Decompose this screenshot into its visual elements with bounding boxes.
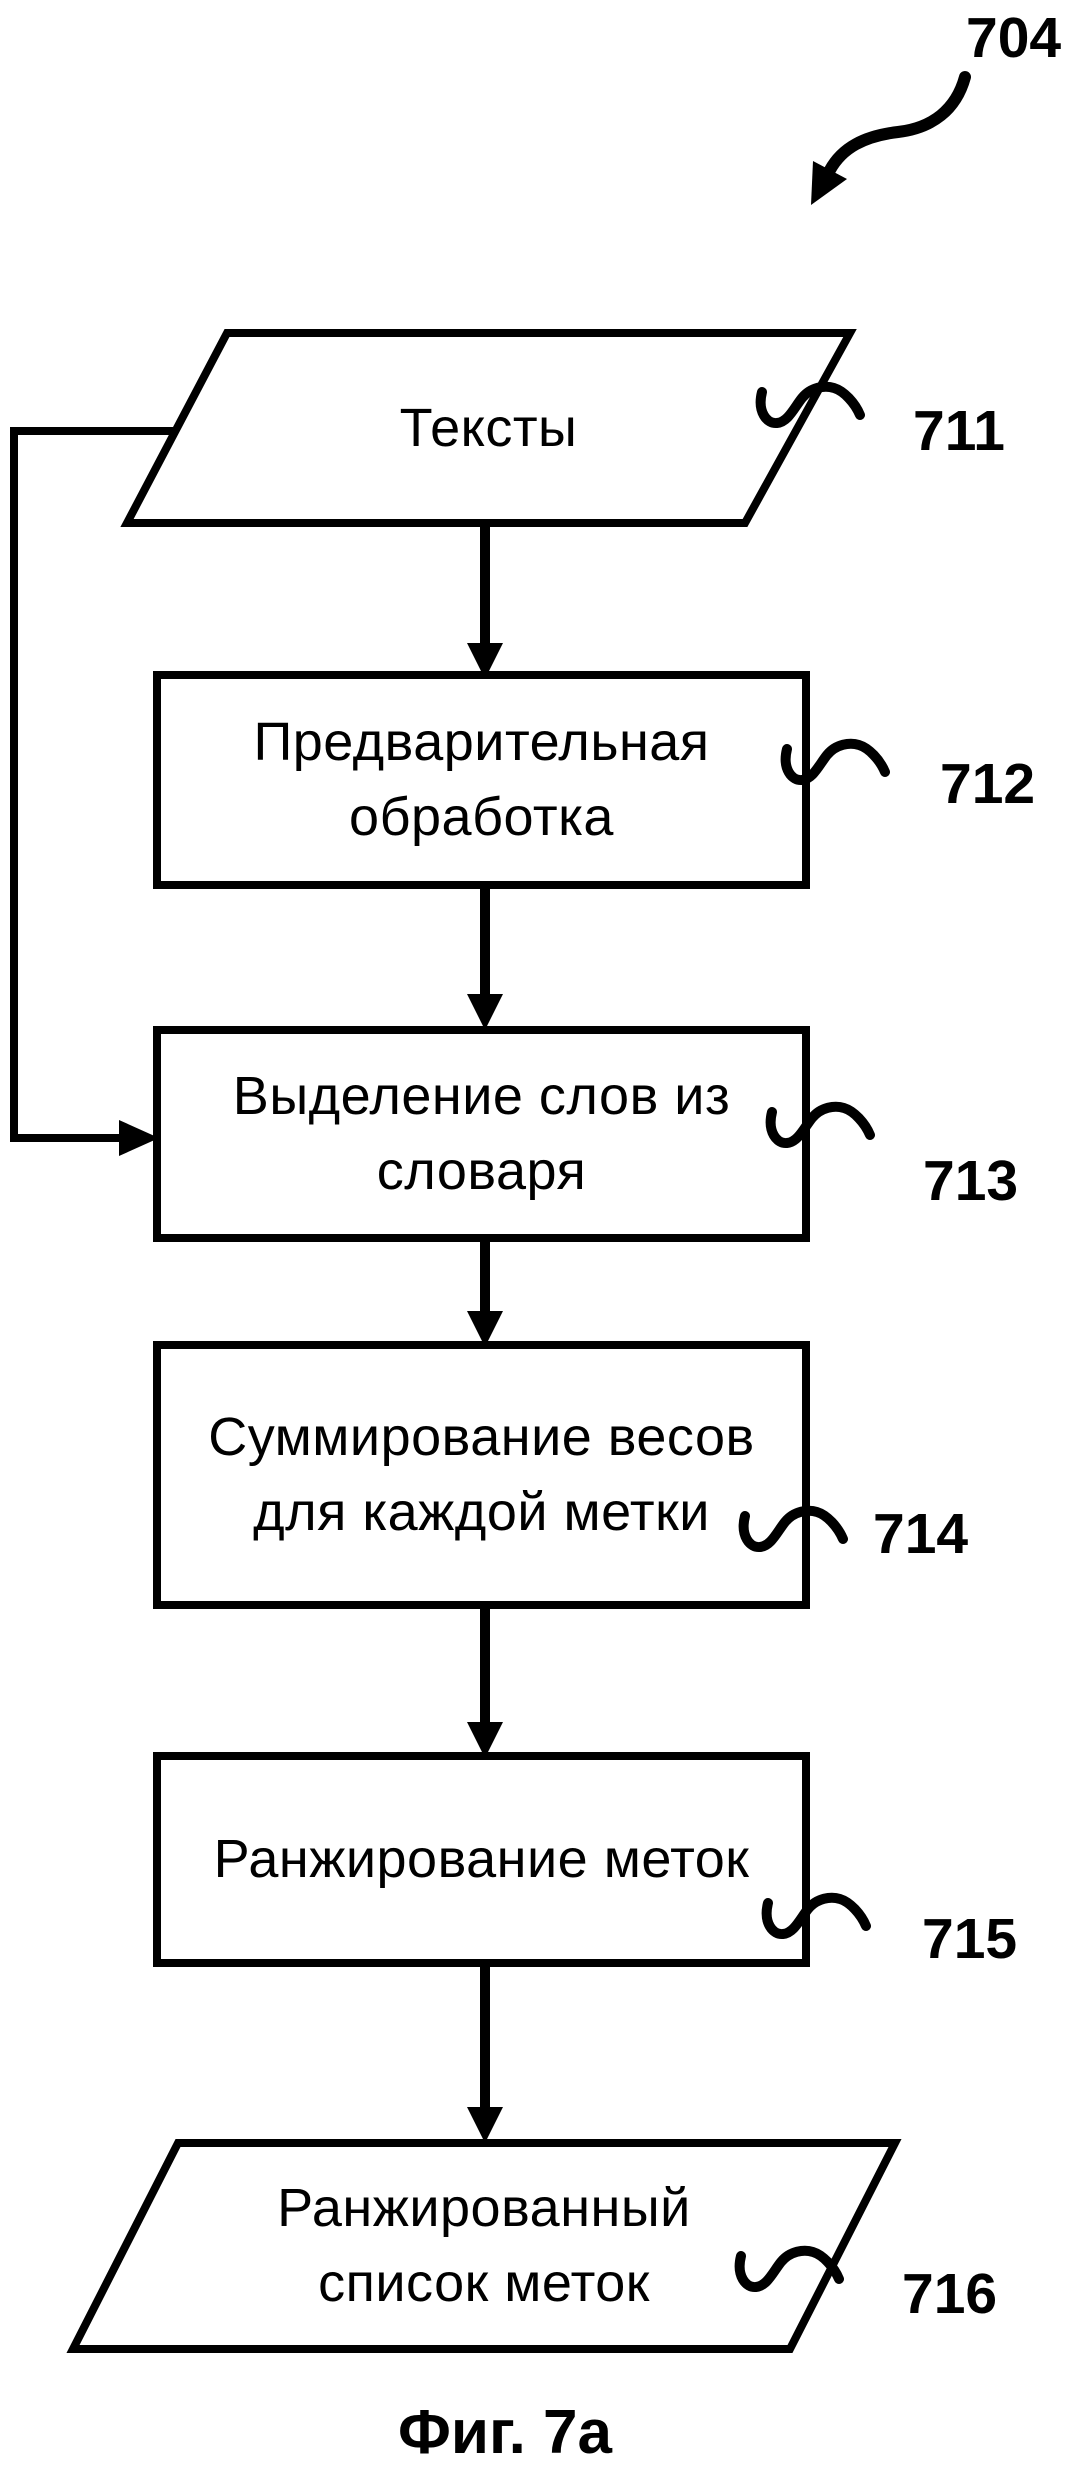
arrowhead-715-716 — [467, 2107, 503, 2143]
arrowhead-714-715 — [467, 1722, 503, 1758]
node-715-shape — [153, 1752, 810, 1967]
ref-label-712: 712 — [940, 752, 1036, 816]
ref-label-715: 715 — [922, 1907, 1018, 1971]
arrowhead-713-714 — [467, 1311, 503, 1347]
node-713-label: Выделение слов из словаря — [232, 1066, 731, 1201]
ref-label-714: 714 — [873, 1502, 969, 1566]
squiggle-715 — [761, 1892, 871, 1939]
node-716-label: Ранжированный список меток — [277, 2178, 691, 2313]
squiggle-711 — [755, 381, 865, 428]
feedback-connector-711-713 — [10, 427, 176, 1142]
ref-label-713: 713 — [923, 1149, 1019, 1213]
squiggle-716 — [734, 2245, 844, 2292]
ref-label-711: 711 — [913, 399, 1005, 463]
node-711-shape — [120, 329, 857, 527]
arrowhead-712-713 — [467, 994, 503, 1030]
squiggle-group — [734, 381, 890, 2292]
ref-label-716: 716 — [902, 2262, 998, 2326]
squiggle-714 — [738, 1505, 848, 1552]
node-714-shape — [153, 1341, 810, 1609]
squiggle-713 — [765, 1101, 875, 1148]
squiggle-712 — [780, 738, 890, 785]
node-713-shape — [153, 1026, 810, 1242]
feedback-arrowhead — [119, 1120, 159, 1156]
node-714-label: Суммирование весов для каждой метки — [208, 1407, 755, 1542]
node-715-label: Ранжирование меток — [213, 1829, 750, 1890]
figure-caption: Фиг. 7а — [397, 2398, 613, 2467]
pointer-arrow-704 — [824, 71, 971, 176]
figure-pointer-label-704: 704 — [966, 6, 1062, 70]
arrowhead-711-712 — [467, 643, 503, 679]
node-712-label: Предварительная обработка — [253, 712, 710, 847]
pointer-arrowhead-704 — [811, 161, 847, 205]
node-716-shape — [66, 2139, 902, 2353]
node-711-label: Тексты — [399, 397, 578, 458]
